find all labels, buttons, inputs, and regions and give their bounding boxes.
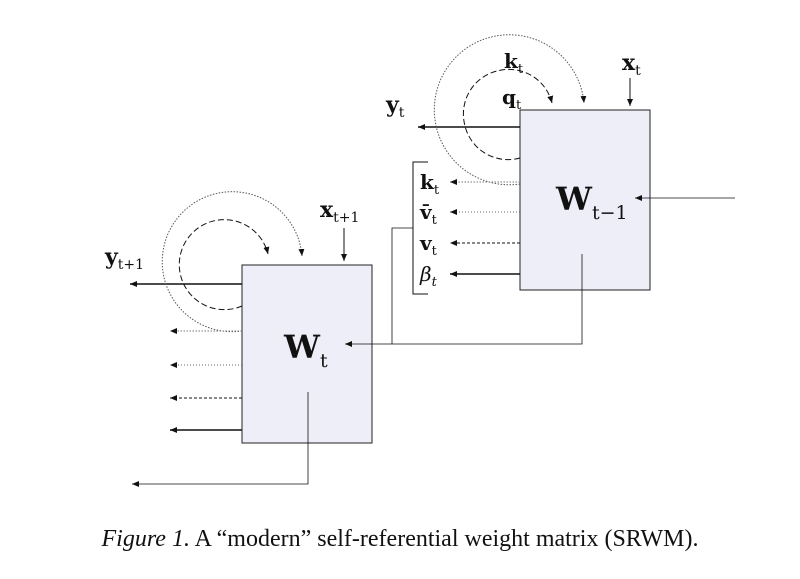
label-y-t1: yt+1 [104,244,144,273]
loop-k-left [161,191,305,333]
loop-q-left [178,219,270,311]
label-vbar-out: v̄t [419,200,438,228]
label-k-top: kt [504,49,524,77]
label-y-t: yt [385,92,405,121]
caption-text: A “modern” self-referential weight matri… [194,526,699,552]
box-prev-label: Wt−1 [555,180,628,224]
label-beta-out: βt [419,262,438,290]
label-k-out: kt [420,170,440,198]
box-current-label: Wt [283,328,328,372]
loop-q-top [463,69,554,160]
label-x-t: xt [622,50,641,79]
label-q-top: qt [502,85,522,113]
srwm-diagram: Wt−1 Wt xt yt kt qt kt v̄t vt βt xt+1 yt… [104,34,735,487]
arrow-bracket-to-wt [345,227,413,347]
caption-label: Figure 1. [101,526,190,552]
figure-caption: Figure 1. A “modern” self-referential we… [0,526,800,553]
label-x-t1: xt+1 [320,197,359,226]
weight-matrix-box-current [241,264,373,444]
arrow-wprev-to-wt [392,254,583,345]
label-v-out: vt [419,231,438,259]
loop-k-top [433,34,587,186]
arrow-wt-next [132,392,309,487]
weight-matrix-box-prev [519,109,651,291]
